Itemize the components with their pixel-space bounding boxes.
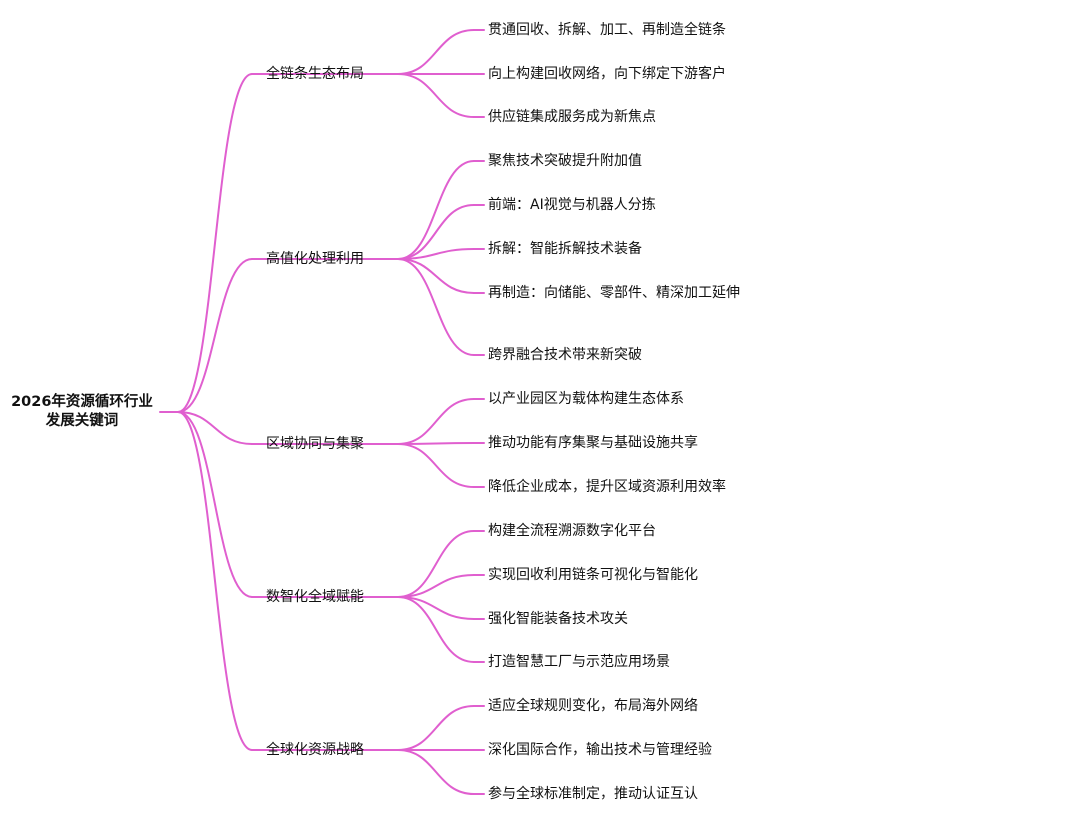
branch-to-leaf-connector (397, 29, 475, 75)
leaf-item: 深化国际合作，输出技术与管理经验 (488, 742, 712, 758)
leaf-item: 推动功能有序集聚与基础设施共享 (488, 435, 698, 451)
branch-to-leaf-connector (397, 705, 475, 751)
leaf-item: 以产业园区为载体构建生态体系 (488, 391, 684, 407)
branch-to-leaf-connector (397, 258, 475, 356)
root-to-branch-connector (177, 73, 253, 413)
leaf-item: 前端：AI视觉与机器人分拣 (488, 197, 656, 213)
branch-label-high-value: 高值化处理利用 (266, 251, 364, 267)
branch-to-leaf-connector (397, 248, 475, 260)
branch-to-leaf-connector (397, 160, 475, 260)
leaf-item: 拆解：智能拆解技术装备 (488, 241, 642, 257)
leaf-item: 贯通回收、拆解、加工、再制造全链条 (488, 22, 726, 38)
branch-label-digital: 数智化全域赋能 (266, 589, 364, 605)
leaf-item: 降低企业成本，提升区域资源利用效率 (488, 479, 726, 495)
leaf-item: 打造智慧工厂与示范应用场景 (488, 654, 670, 670)
leaf-item: 供应链集成服务成为新焦点 (488, 109, 656, 125)
leaf-item: 实现回收利用链条可视化与智能化 (488, 567, 698, 583)
root-title-line1: 2026年资源循环行业 (11, 394, 153, 410)
branch-to-leaf-connector (397, 596, 475, 663)
branch-to-leaf-connector (397, 258, 475, 294)
branch-label-regional: 区域协同与集聚 (266, 436, 364, 452)
branch-to-leaf-connector (397, 749, 475, 795)
leaf-item: 参与全球标准制定，推动认证互认 (488, 786, 698, 802)
root-title-line2: 发展关键词 (45, 413, 119, 429)
leaf-item: 再制造：向储能、零部件、精深加工延伸 (488, 285, 740, 301)
branch-label-global: 全球化资源战略 (266, 742, 364, 758)
branch-to-leaf-connector (397, 530, 475, 598)
leaf-item: 适应全球规则变化，布局海外网络 (488, 698, 698, 714)
branch-to-leaf-connector (397, 204, 475, 260)
root-to-branch-connector (177, 411, 253, 598)
branch-to-leaf-connector (397, 596, 475, 620)
leaf-item: 跨界融合技术带来新突破 (488, 347, 642, 363)
root-to-branch-connector (177, 411, 253, 445)
branch-to-leaf-connector (397, 443, 475, 488)
root-to-branch-connector (177, 411, 253, 751)
branch-label-full-chain: 全链条生态布局 (266, 66, 364, 82)
branch-to-leaf-connector (397, 73, 475, 118)
leaf-item: 构建全流程溯源数字化平台 (488, 523, 656, 539)
leaf-item: 强化智能装备技术攻关 (488, 611, 628, 627)
branch-to-leaf-connector (397, 398, 475, 445)
branch-to-leaf-connector (397, 574, 475, 598)
root-node: 2026年资源循环行业 发展关键词 (6, 393, 158, 431)
branch-to-leaf-connector (397, 442, 475, 445)
root-to-branch-connector (177, 258, 253, 413)
leaf-item: 向上构建回收网络，向下绑定下游客户 (488, 66, 726, 82)
leaf-item: 聚焦技术突破提升附加值 (488, 153, 642, 169)
